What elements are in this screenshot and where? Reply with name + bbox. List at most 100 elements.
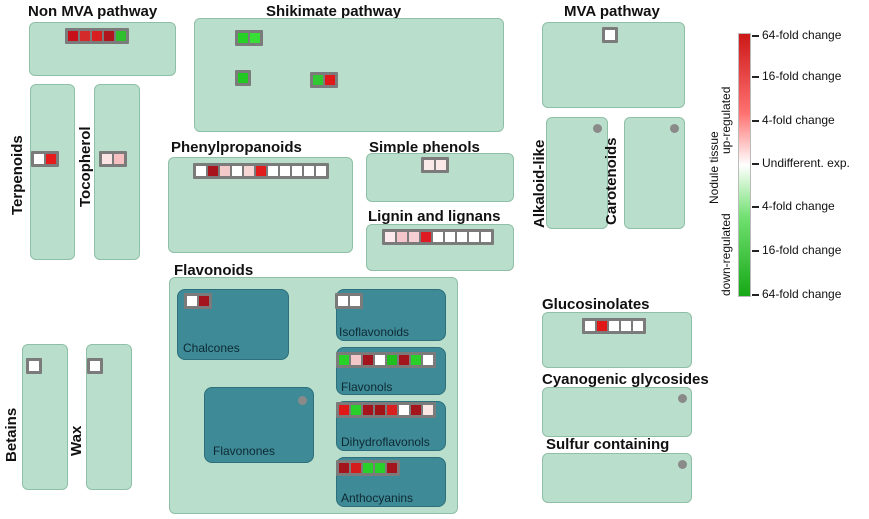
- expression-cell: [597, 321, 607, 331]
- expression-cell: [116, 31, 126, 41]
- expression-cell: [34, 154, 44, 164]
- expression-cell: [316, 166, 326, 176]
- expression-cell: [375, 463, 385, 473]
- expression-cell: [411, 405, 421, 415]
- expression-cell: [238, 33, 248, 43]
- expression-cell: [375, 355, 385, 365]
- glucosinolates-strip: [582, 318, 646, 334]
- shikimate-strip-2: [235, 70, 251, 86]
- flavonones-label: Flavonones: [213, 444, 276, 458]
- isoflavonoids-strip: [335, 293, 363, 309]
- expression-cell: [387, 463, 397, 473]
- expression-cell: [232, 166, 242, 176]
- wax-strip: [87, 358, 103, 374]
- expression-cell: [385, 232, 395, 242]
- expression-cell: [633, 321, 643, 331]
- expression-cell: [399, 405, 409, 415]
- expression-cell: [268, 166, 278, 176]
- expression-cell: [338, 296, 348, 306]
- expression-cell: [339, 463, 349, 473]
- expression-cell: [208, 166, 218, 176]
- shikimate-strip-1: [235, 30, 263, 46]
- legend-tick-6: [752, 250, 759, 252]
- simple-phenols-strip: [421, 157, 449, 173]
- expression-cell: [363, 405, 373, 415]
- flavonols-label: Flavonols: [341, 380, 393, 394]
- expression-cell: [339, 405, 349, 415]
- expression-cell: [445, 232, 455, 242]
- legend-up-label: up-regulated: [719, 86, 733, 154]
- expression-cell: [304, 166, 314, 176]
- flavonols-strip: [336, 352, 436, 368]
- expression-cell: [424, 160, 434, 170]
- tocopherol-strip: [99, 151, 127, 167]
- expression-cell: [433, 232, 443, 242]
- flavonones-dot: [298, 396, 307, 405]
- expression-cell: [102, 154, 112, 164]
- alkaloid-like-title: Alkaloid-like: [531, 139, 548, 228]
- legend-color-bar: [738, 33, 751, 297]
- flavonoids-title: Flavonoids: [174, 262, 254, 279]
- alkaloid-like-box: [546, 117, 608, 229]
- legend-tick-label-1: 64-fold change: [762, 28, 842, 42]
- anthocyanins-strip: [336, 460, 400, 476]
- expression-cell: [187, 296, 197, 306]
- expression-cell: [325, 75, 335, 85]
- expression-cell: [92, 31, 102, 41]
- tocopherol-box: [94, 84, 140, 260]
- isoflavonoids-label: Isoflavonoids: [339, 325, 410, 339]
- cyanogenic-dot: [678, 394, 687, 403]
- expression-cell: [397, 232, 407, 242]
- expression-cell: [339, 355, 349, 365]
- simple-phenols-title: Simple phenols: [369, 139, 480, 156]
- expression-cell: [350, 296, 360, 306]
- expression-cell: [387, 355, 397, 365]
- non-mva-title: Non MVA pathway: [28, 3, 158, 20]
- cyanogenic-box: [542, 387, 692, 437]
- dihydroflavonols-label: Dihydroflavonols: [341, 435, 430, 449]
- expression-cell: [351, 405, 361, 415]
- expression-cell: [363, 355, 373, 365]
- expression-cell: [68, 31, 78, 41]
- expression-cell: [605, 30, 615, 40]
- betains-title: Betains: [3, 407, 20, 462]
- expression-cell: [256, 166, 266, 176]
- legend-tick-label-4: Undifferent. exp.: [762, 156, 850, 170]
- phenylpropanoids-title: Phenylpropanoids: [171, 139, 302, 156]
- expression-cell: [363, 463, 373, 473]
- expression-cell: [375, 405, 385, 415]
- mva-strip: [602, 27, 618, 43]
- expression-cell: [292, 166, 302, 176]
- anthocyanins-label: Anthocyanins: [341, 491, 414, 505]
- expression-cell: [29, 361, 39, 371]
- flavonones-box: [204, 387, 314, 463]
- expression-cell: [469, 232, 479, 242]
- expression-cell: [423, 405, 433, 415]
- chalcones-strip: [184, 293, 212, 309]
- terpenoids-strip: [31, 151, 59, 167]
- expression-cell: [80, 31, 90, 41]
- legend-tick-label-3: 4-fold change: [762, 113, 835, 127]
- legend-tick-label-7: 64-fold change: [762, 287, 842, 301]
- expression-cell: [609, 321, 619, 331]
- legend-tick-2: [752, 76, 759, 78]
- chalcones-label: Chalcones: [183, 341, 240, 355]
- terpenoids-box: [30, 84, 75, 260]
- shikimate-title: Shikimate pathway: [266, 3, 402, 20]
- legend-tick-1: [752, 35, 759, 37]
- dihydroflavonols-strip: [336, 402, 436, 418]
- expression-cell: [313, 75, 323, 85]
- expression-cell: [196, 166, 206, 176]
- terpenoids-title: Terpenoids: [9, 135, 26, 215]
- legend-tick-label-5: 4-fold change: [762, 199, 835, 213]
- carotenoids-dot: [670, 124, 679, 133]
- expression-cell: [387, 405, 397, 415]
- legend-tick-7: [752, 294, 759, 296]
- expression-cell: [351, 355, 361, 365]
- expression-cell: [250, 33, 260, 43]
- betains-strip: [26, 358, 42, 374]
- expression-cell: [220, 166, 230, 176]
- expression-cell: [409, 232, 419, 242]
- expression-cell: [411, 355, 421, 365]
- lignin-strip: [382, 229, 494, 245]
